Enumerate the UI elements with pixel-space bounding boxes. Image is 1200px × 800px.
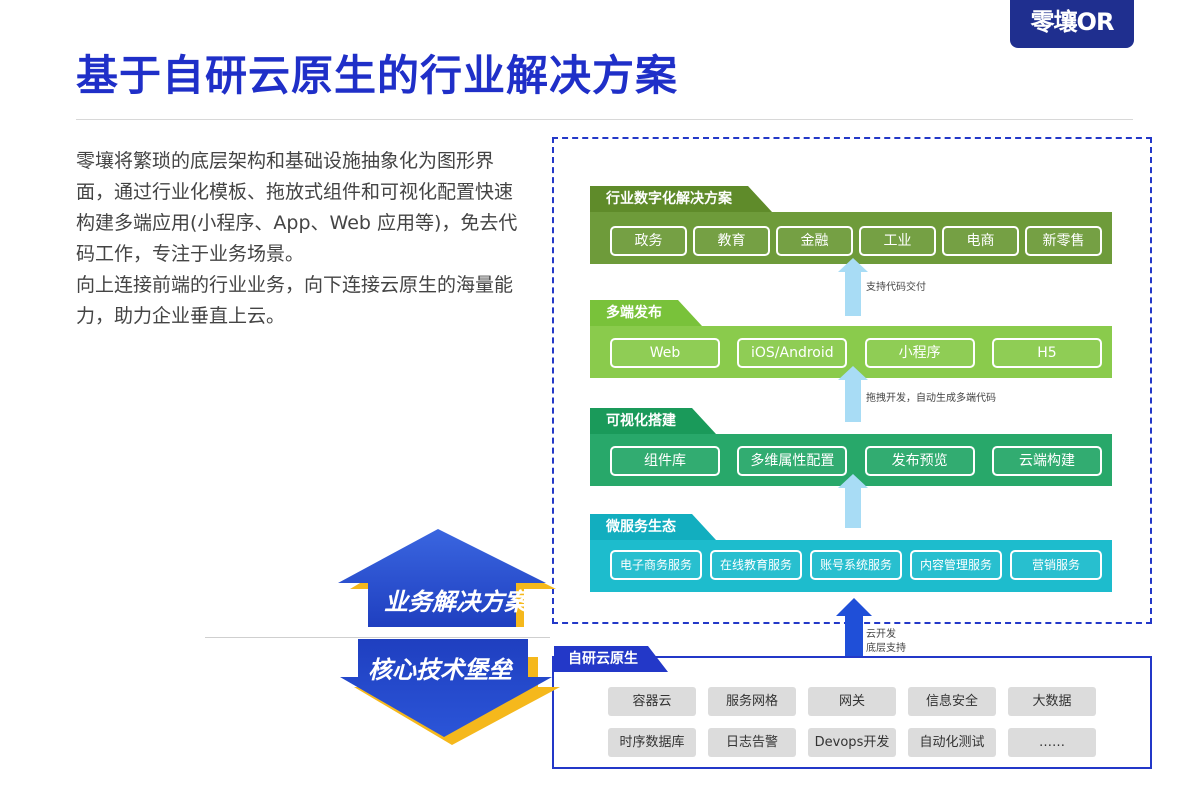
cloud-note-line-2: 底层支持 bbox=[866, 643, 906, 654]
layer-industry-body: 政务 教育 金融 工业 电商 新零售 bbox=[590, 212, 1112, 264]
layer-micro-body: 电子商务服务 在线教育服务 账号系统服务 内容管理服务 营销服务 bbox=[590, 540, 1112, 592]
publish-chip: iOS/Android bbox=[737, 338, 848, 368]
cloud-support-note: 云开发 底层支持 bbox=[866, 628, 906, 656]
cloud-chip: …… bbox=[1008, 728, 1096, 757]
industry-chip: 教育 bbox=[693, 226, 770, 256]
visual-chip: 云端构建 bbox=[991, 446, 1102, 476]
industry-chip: 政务 bbox=[610, 226, 687, 256]
left-divider-line bbox=[205, 637, 550, 638]
layer-industry-solutions: 行业数字化解决方案 政务 教育 金融 工业 电商 新零售 bbox=[590, 186, 1112, 264]
micro-chip: 营销服务 bbox=[1010, 550, 1102, 580]
cloud-chip: 信息安全 bbox=[908, 687, 996, 716]
cloud-chip: 容器云 bbox=[608, 687, 696, 716]
publish-chip: 小程序 bbox=[864, 338, 975, 368]
cloud-chip: 自动化测试 bbox=[908, 728, 996, 757]
visual-chip: 发布预览 bbox=[864, 446, 975, 476]
micro-chip: 在线教育服务 bbox=[710, 550, 802, 580]
up-arrow-icon bbox=[838, 366, 868, 422]
double-arrow-top-label: 业务解决方案 bbox=[384, 588, 528, 616]
cloud-chip: 时序数据库 bbox=[608, 728, 696, 757]
visual-chip-row: 组件库 多维属性配置 发布预览 云端构建 bbox=[610, 446, 1102, 476]
publish-chip: H5 bbox=[991, 338, 1102, 368]
cloud-support-arrow-icon bbox=[836, 598, 872, 656]
layer-visual-builder: 可视化搭建 组件库 多维属性配置 发布预览 云端构建 bbox=[590, 408, 1112, 486]
arrow-note-drag: 拖拽开发，自动生成多端代码 bbox=[866, 393, 996, 404]
up-arrow-icon bbox=[838, 474, 868, 528]
cloud-native-grid: 容器云 服务网格 网关 信息安全 大数据 时序数据库 日志告警 Devops开发… bbox=[608, 687, 1098, 757]
cloud-native-title: 自研云原生 bbox=[554, 646, 668, 672]
cloud-native-frame bbox=[552, 656, 1152, 769]
micro-chip: 内容管理服务 bbox=[910, 550, 1002, 580]
visual-chip: 多维属性配置 bbox=[737, 446, 848, 476]
arrow-note-deliver: 支持代码交付 bbox=[866, 282, 926, 293]
visual-chip: 组件库 bbox=[610, 446, 720, 476]
title-divider bbox=[76, 119, 1133, 120]
cloud-chip: 大数据 bbox=[1008, 687, 1096, 716]
description-text: 零壤将繁琐的底层架构和基础设施抽象化为图形界面，通过行业化模板、拖放式组件和可视… bbox=[76, 146, 528, 332]
industry-chip-row: 政务 教育 金融 工业 电商 新零售 bbox=[610, 226, 1102, 256]
layer-publish-title: 多端发布 bbox=[590, 300, 702, 326]
double-arrow-bottom-label: 核心技术堡垒 bbox=[368, 656, 512, 684]
description-paragraph-2: 向上连接前端的行业业务，向下连接云原生的海量能力，助力企业垂直上云。 bbox=[76, 274, 514, 327]
up-arrow-icon bbox=[838, 258, 868, 316]
micro-chip: 电子商务服务 bbox=[610, 550, 702, 580]
publish-chip-row: Web iOS/Android 小程序 H5 bbox=[610, 338, 1102, 368]
micro-chip-row: 电子商务服务 在线教育服务 账号系统服务 内容管理服务 营销服务 bbox=[610, 550, 1102, 580]
brand-logo: 零壤OR bbox=[1010, 0, 1134, 48]
micro-chip: 账号系统服务 bbox=[810, 550, 902, 580]
layer-visual-title: 可视化搭建 bbox=[590, 408, 716, 434]
cloud-chip: 日志告警 bbox=[708, 728, 796, 757]
cloud-chip: Devops开发 bbox=[808, 728, 896, 757]
cloud-chip: 网关 bbox=[808, 687, 896, 716]
publish-chip: Web bbox=[610, 338, 720, 368]
double-arrow-icon bbox=[338, 529, 560, 745]
cloud-chip: 服务网格 bbox=[708, 687, 796, 716]
layer-microservices: 微服务生态 电子商务服务 在线教育服务 账号系统服务 内容管理服务 营销服务 bbox=[590, 514, 1112, 592]
description-paragraph-1: 零壤将繁琐的底层架构和基础设施抽象化为图形界面，通过行业化模板、拖放式组件和可视… bbox=[76, 150, 518, 265]
industry-chip: 工业 bbox=[859, 226, 936, 256]
cloud-note-line-1: 云开发 bbox=[866, 629, 896, 640]
industry-chip: 新零售 bbox=[1025, 226, 1102, 256]
industry-chip: 电商 bbox=[942, 226, 1019, 256]
industry-chip: 金融 bbox=[776, 226, 853, 256]
page-title: 基于自研云原生的行业解决方案 bbox=[76, 51, 679, 100]
layer-micro-title: 微服务生态 bbox=[590, 514, 716, 540]
layer-industry-title: 行业数字化解决方案 bbox=[590, 186, 772, 212]
layer-visual-body: 组件库 多维属性配置 发布预览 云端构建 bbox=[590, 434, 1112, 486]
